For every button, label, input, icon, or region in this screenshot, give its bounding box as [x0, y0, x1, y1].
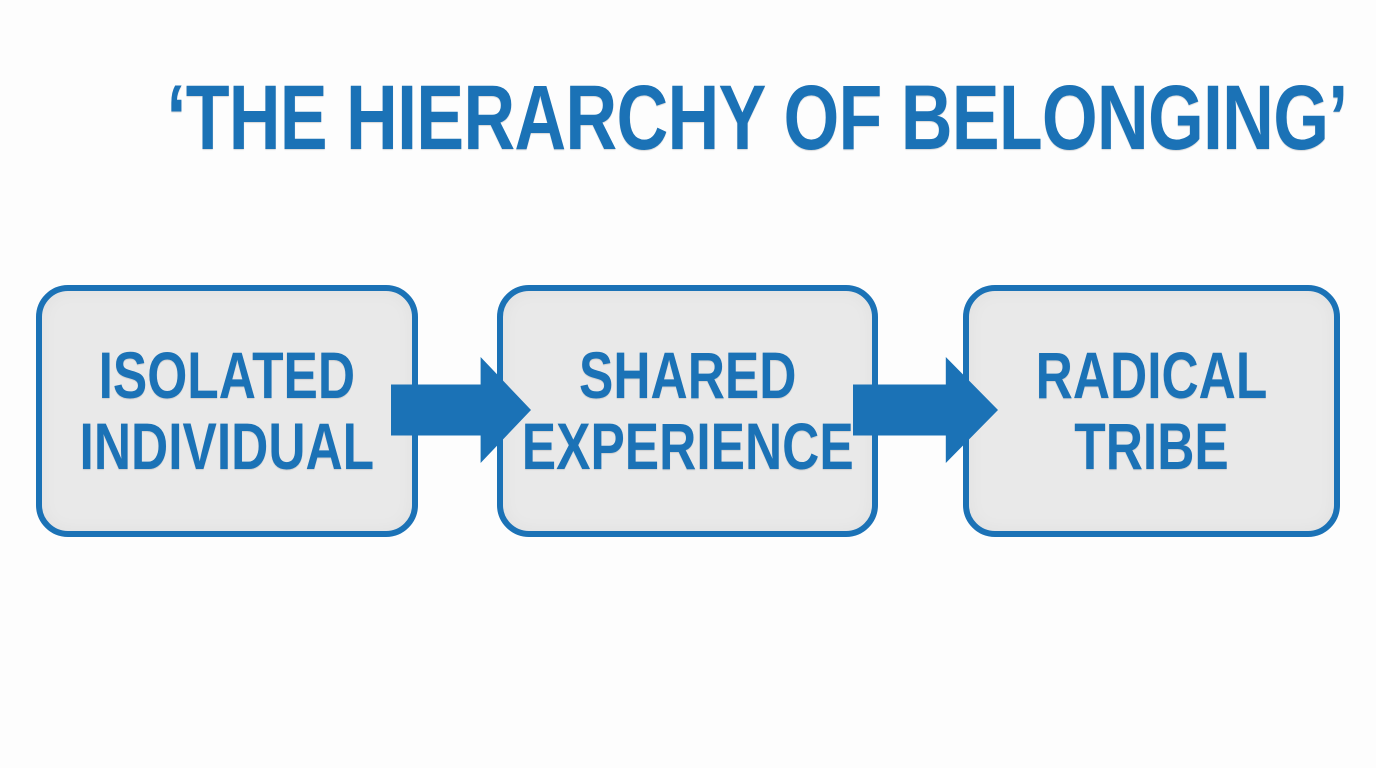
- step-label-line1: ISOLATED: [98, 337, 356, 412]
- step-label: SHARED EXPERIENCE: [521, 337, 854, 483]
- step-label-line2: TRIBE: [1074, 409, 1229, 483]
- step-label: RADICAL TRIBE: [1035, 337, 1268, 483]
- step-label-line2: EXPERIENCE: [521, 409, 854, 483]
- step-label-line1: SHARED: [578, 337, 797, 412]
- step-label-line1: RADICAL: [1035, 337, 1268, 412]
- flow-step-isolated-individual: ISOLATED INDIVIDUAL: [36, 285, 418, 537]
- flow-step-shared-experience: SHARED EXPERIENCE: [497, 285, 878, 537]
- page-title-text: ‘THE HIERARCHY OF BELONGING’: [166, 67, 1349, 169]
- step-label: ISOLATED INDIVIDUAL: [79, 337, 375, 483]
- page-title: ‘THE HIERARCHY OF BELONGING’: [0, 72, 1376, 164]
- step-label-line2: INDIVIDUAL: [79, 409, 375, 483]
- flow-step-radical-tribe: RADICAL TRIBE: [963, 285, 1340, 537]
